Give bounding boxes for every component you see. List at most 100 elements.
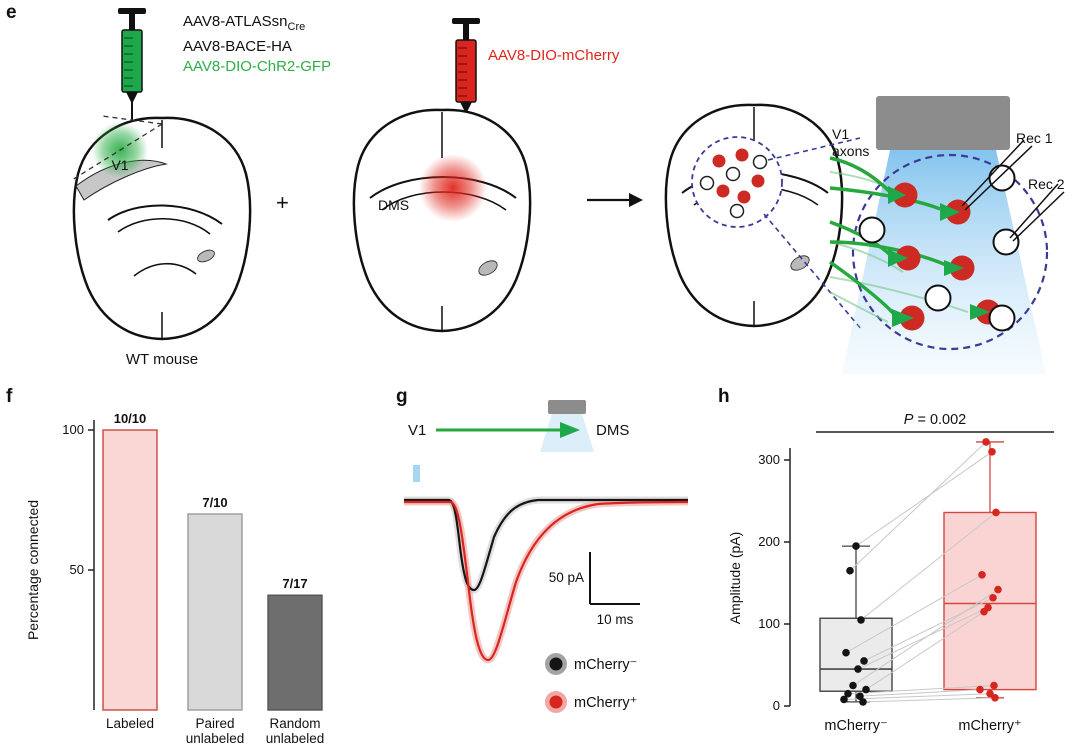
h-pair-line (857, 607, 989, 670)
zoom-line-top (767, 137, 861, 161)
syringe-barrel (455, 39, 477, 103)
h-pair-line (865, 611, 985, 691)
plus-sign: + (276, 190, 289, 215)
syringe-hub (460, 102, 472, 112)
f-x-label: unlabeled (186, 731, 245, 746)
h-point-mcherry-neg (844, 689, 852, 698)
h-y-tick-label: 300 (758, 452, 780, 467)
recording-pipettes (961, 139, 1065, 242)
scalebar-pa-label: 50 pA (549, 570, 584, 585)
mcherry-negative-cells (858, 164, 1020, 332)
internal-structures (107, 204, 223, 277)
light-pulse-tick (413, 465, 420, 482)
trace-mcherry-pos-band (404, 498, 689, 664)
virus-label-mcherry: AAV8-DIO-mCherry (488, 47, 620, 64)
ventricle (790, 255, 810, 271)
legend-label-pos: mCherry⁺ (574, 695, 637, 711)
mcherry-expression-blob (419, 154, 487, 222)
brain-section-2: DMS (352, 108, 532, 333)
h-point-mcherry-neg (846, 566, 854, 575)
rec2-pipette (1009, 183, 1059, 239)
f-bar-1 (187, 513, 243, 711)
h-point-mcherry-pos (980, 607, 988, 616)
right-arrow-icon (587, 193, 643, 207)
rec1-label: Rec 1 (1016, 130, 1053, 146)
f-x-label: unlabeled (266, 731, 325, 746)
legend-label-neg: mCherry⁻ (574, 657, 637, 673)
axon-terminal-triangles (888, 186, 990, 327)
v1-axons-label: V1 axons (832, 126, 869, 160)
h-point-mcherry-neg (842, 648, 850, 657)
h-box-1 (943, 511, 1037, 691)
syringe-plunger-cap (118, 8, 146, 14)
v1-axons-label-line2: axons (832, 143, 870, 159)
rec2-label: Rec 2 (1028, 176, 1065, 192)
virus-label-atlas-sub: Cre (287, 21, 306, 33)
brain-section-3 (664, 103, 844, 328)
field-dashed-circle (851, 153, 1049, 351)
legend-dot-neg (549, 657, 563, 671)
zoom-line-bottom (763, 213, 863, 331)
h-point-mcherry-pos (992, 508, 1000, 517)
microscope-objective (876, 96, 1010, 150)
h-point-mcherry-neg (856, 692, 864, 700)
h-point-mcherry-pos (982, 438, 990, 446)
v1-region-label: V1 (111, 157, 128, 173)
virus-label-atlas-main: AAV8-ATLASsn (183, 13, 288, 30)
trace-mcherry-pos (404, 500, 689, 662)
h-pair-line (862, 697, 996, 703)
zoom-connector-lines (763, 137, 863, 331)
brain-section-1: V1 (71, 115, 252, 341)
h-p-value-label: P = 0.002 (904, 412, 966, 428)
h-point-mcherry-pos (988, 448, 996, 456)
h-point-mcherry-pos (994, 585, 1002, 594)
h-point-mcherry-pos (986, 689, 994, 698)
v1-axons-label-line1: V1 (832, 126, 850, 142)
h-pair-line (852, 589, 999, 686)
dms-region-label: DMS (378, 197, 409, 213)
bar-chart-percentage-connected: 5010010/10Labeled7/10Pairedunlabeled7/17… (25, 411, 325, 746)
rec2-pipette (1012, 191, 1065, 242)
ventricle (197, 249, 215, 263)
unlabeled-cells-dots (699, 154, 768, 219)
ventricle (478, 260, 498, 276)
h-y-tick-label: 100 (758, 616, 780, 631)
h-point-mcherry-neg (840, 695, 848, 704)
virus-label-chr2: AAV8-DIO-ChR2-GFP (183, 58, 332, 75)
f-x-label: Random (269, 716, 320, 731)
h-pair-line (855, 451, 993, 547)
h-point-mcherry-pos (990, 681, 998, 690)
f-bar-count-label: 10/10 (114, 411, 147, 426)
syringe-plunger-cap (452, 18, 480, 24)
trace-mcherry-neg (404, 498, 688, 592)
trace-mcherry-neg-band (404, 496, 688, 594)
objective-small (548, 400, 586, 414)
red-syringe-icon (452, 18, 480, 178)
g-legend: mCherry⁻ mCherry⁺ (545, 653, 637, 713)
syringe-graduations (458, 47, 467, 97)
panel-label-g: g (396, 386, 408, 407)
wt-mouse-caption: WT mouse (125, 351, 199, 368)
h-y-tick-label: 0 (773, 698, 780, 713)
h-y-axis-label: Amplitude (pA) (727, 532, 743, 625)
h-pair-line (859, 689, 981, 697)
g-traces: 50 pA 10 ms mCherry⁻ mCherry⁺ (404, 465, 689, 713)
syringe-plunger-shaft (129, 14, 135, 30)
labeled-cells-dots (712, 148, 765, 204)
virus-label-bace: AAV8-BACE-HA (183, 38, 292, 55)
virus-labels-left: AAV8-ATLASsnCre AAV8-BACE-HA AAV8-DIO-Ch… (183, 12, 331, 77)
h-y-tick-label: 200 (758, 534, 780, 549)
h-pair-line (863, 597, 994, 662)
legend-dot-pos (549, 695, 563, 709)
h-point-mcherry-neg (862, 685, 870, 694)
f-y-axis-label: Percentage connected (25, 500, 41, 640)
f-y-tick-label: 100 (62, 422, 84, 437)
virus-label-atlas: AAV8-ATLASsnCre (183, 12, 331, 37)
h-pair-line (843, 693, 991, 700)
g-circuit-schematic: V1 DMS (408, 400, 629, 452)
rec1-pipette (961, 139, 1025, 207)
zoom-recording-scene (828, 96, 1065, 374)
h-point-mcherry-neg (860, 657, 868, 665)
